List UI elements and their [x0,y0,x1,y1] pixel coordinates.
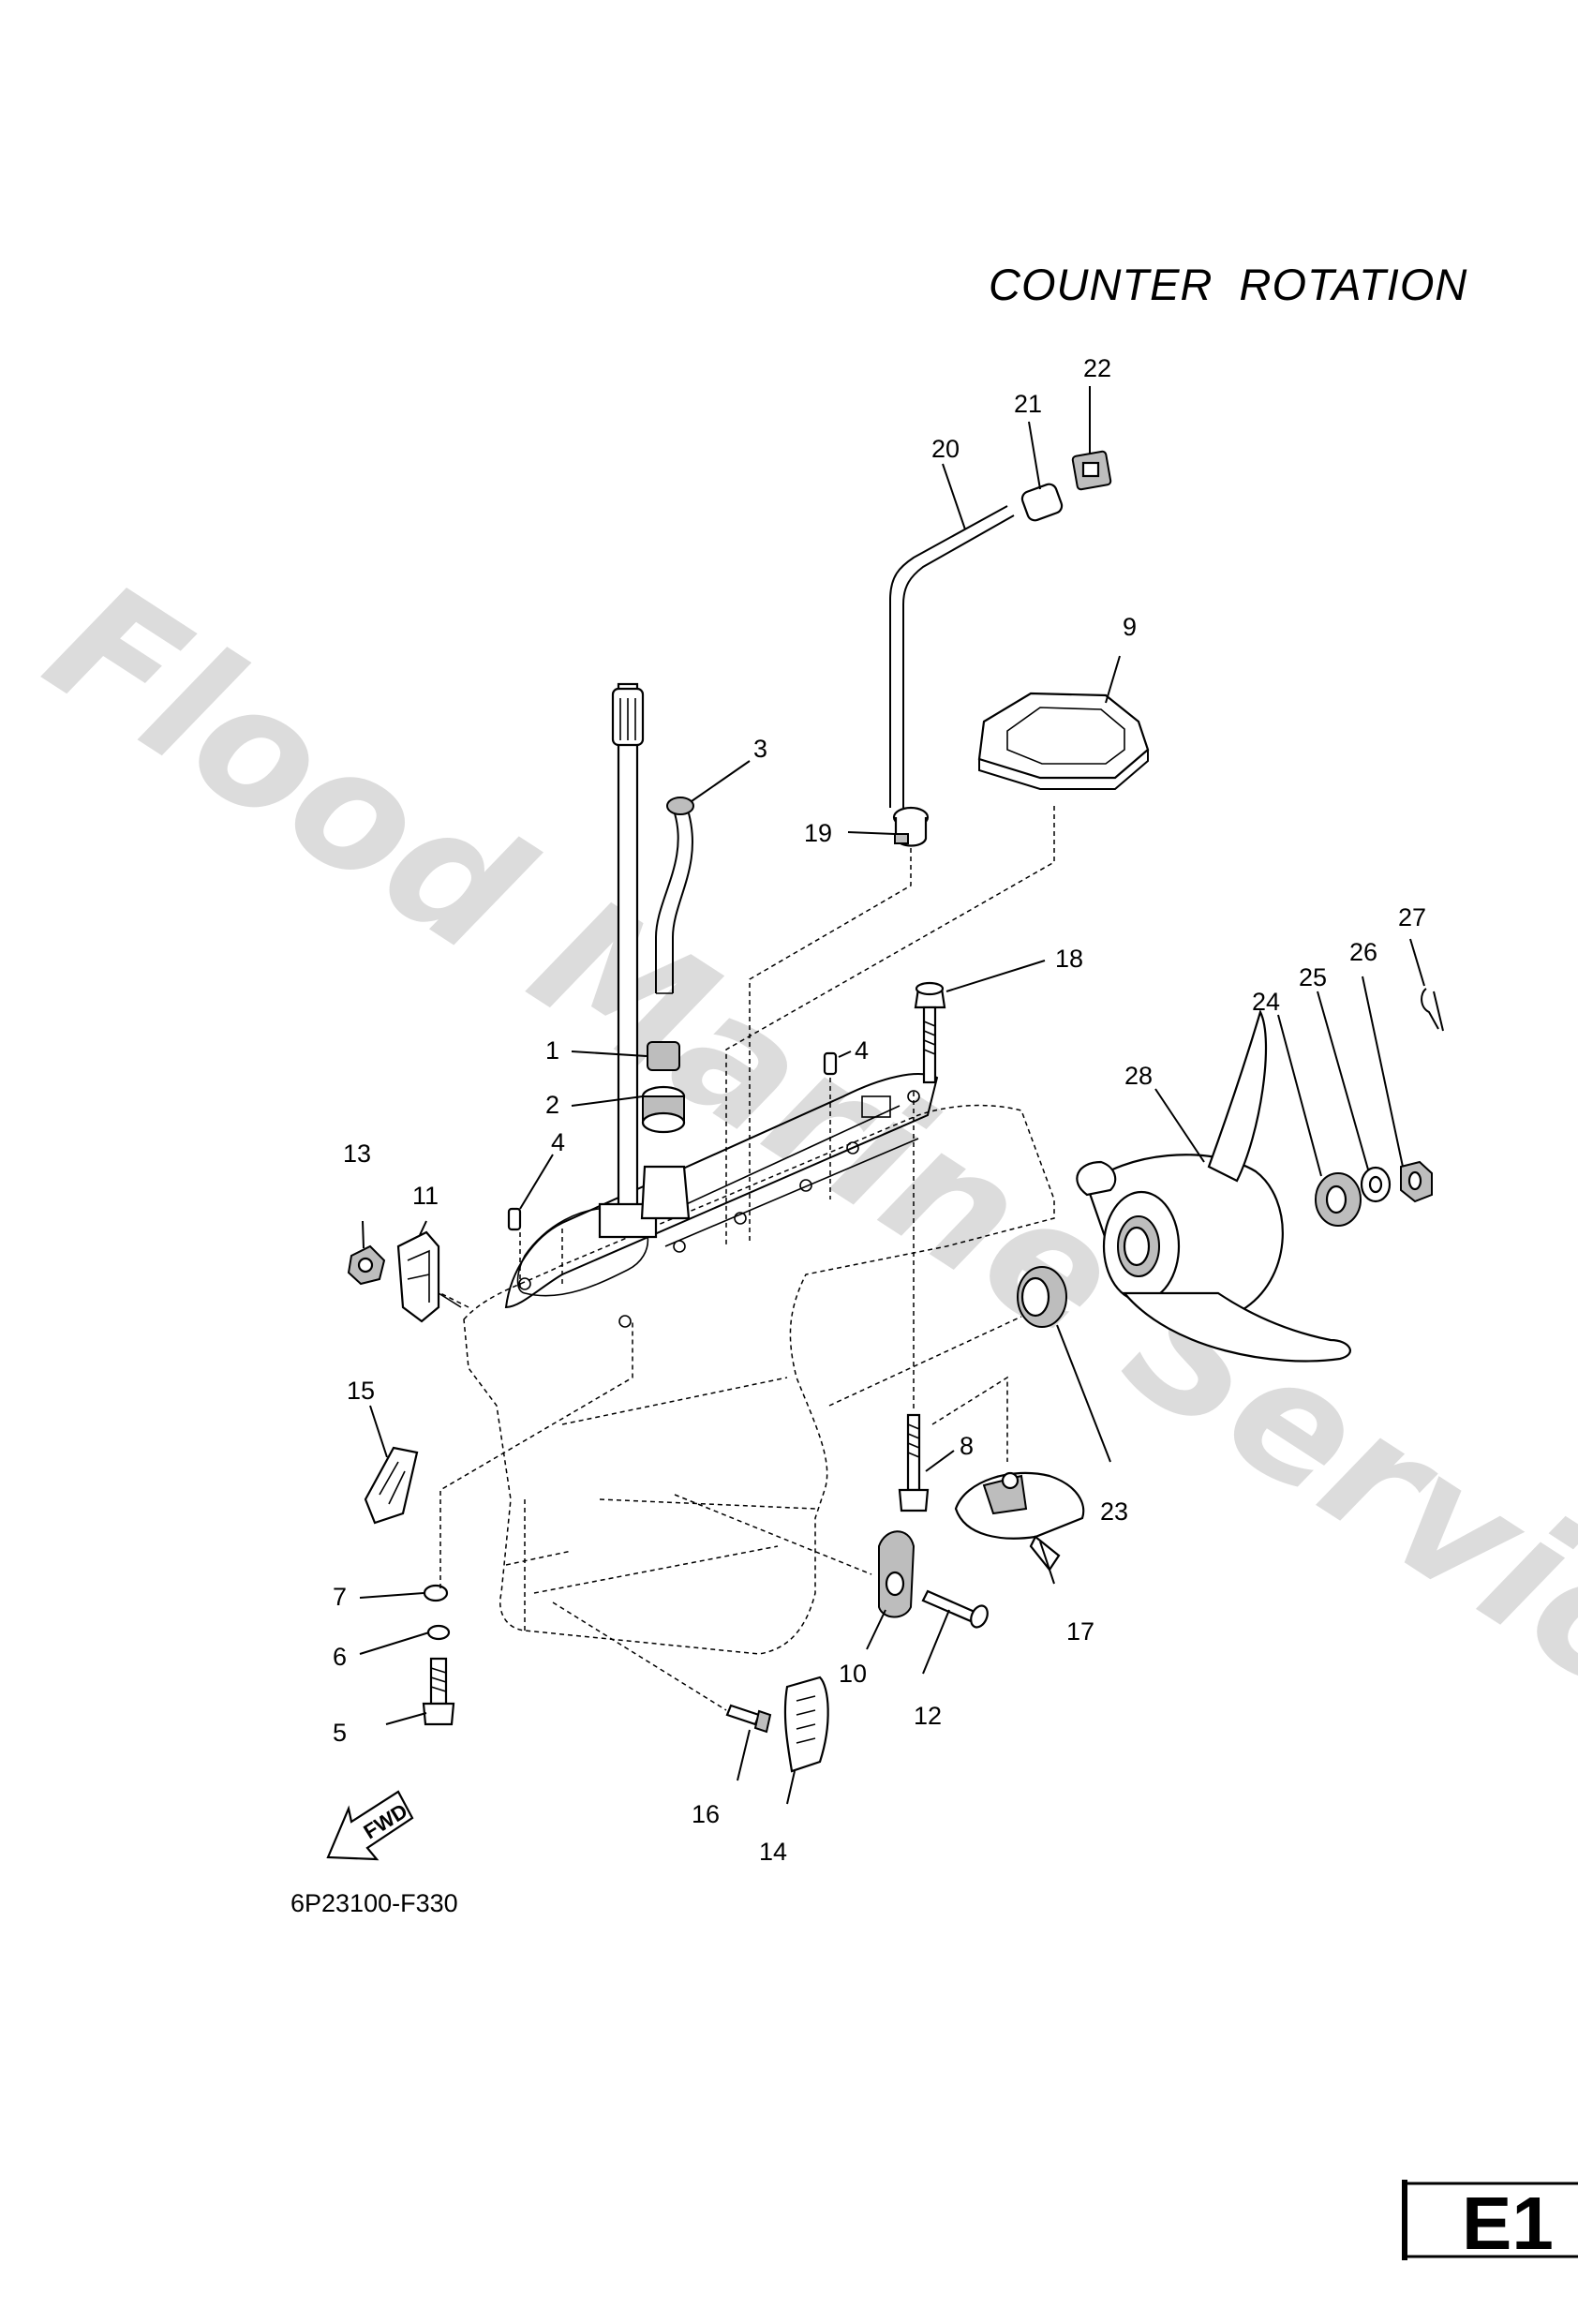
callout-23: 23 [1100,1497,1128,1526]
part-5-bolt [422,1657,455,1726]
callout-4a: 4 [551,1128,565,1156]
part-20-water-hose [889,505,1015,808]
part-22-clip [1071,450,1112,491]
callout-2: 2 [545,1091,559,1119]
part-19-grommet [892,806,930,847]
part-18-bolt [914,981,946,1084]
part-15-trim-tab [364,1446,419,1525]
alignment-lines [439,806,1055,1711]
callout-8: 8 [960,1432,974,1460]
part-24-spacer [1315,1172,1362,1227]
callout-1: 1 [545,1036,559,1065]
callout-28: 28 [1124,1062,1153,1090]
part-27-cotter-pin [1421,988,1444,1032]
part-7-washer [423,1584,449,1602]
part-28-propeller [1076,1009,1351,1363]
callout-18: 18 [1055,945,1083,973]
part-13-nut [347,1244,386,1286]
callout-15: 15 [347,1377,375,1405]
callout-7: 7 [333,1583,347,1611]
callout-14: 14 [759,1838,787,1866]
shaft-housing [640,1165,691,1220]
callout-22: 22 [1083,354,1111,382]
callout-12: 12 [914,1702,942,1730]
casing-top-plate [504,1073,939,1328]
section-tag-text: E1 [1462,2182,1554,2265]
part-12-screw [921,1589,989,1629]
part-4-dowel-pin-b [823,1051,838,1076]
part-2-seal [641,1085,686,1134]
part-23-seal [1017,1266,1067,1328]
section-tag: E1 [1402,2180,1578,2265]
part-6-lock-washer [426,1624,451,1641]
callout-13: 13 [343,1140,371,1168]
part-4-dowel-pin-a [507,1207,522,1231]
callout-27: 27 [1398,903,1426,931]
part-25-washer [1360,1166,1392,1203]
diagram-heading: COUNTER ROTATION [989,260,1467,309]
forward-direction-arrow: FWD [326,1790,414,1861]
part-3-water-tube [655,797,694,994]
callout-20: 20 [931,435,960,463]
callout-9: 9 [1123,613,1137,641]
part-9-gasket [977,692,1150,790]
part-26-nut [1400,1160,1433,1203]
callout-21: 21 [1014,390,1042,418]
callout-11: 11 [412,1182,439,1210]
callout-19: 19 [804,819,832,847]
part-14-anode [783,1676,829,1773]
callout-10: 10 [839,1660,867,1688]
part-10-cover [878,1530,916,1618]
callout-25: 25 [1299,963,1327,991]
callout-4b: 4 [855,1036,869,1065]
callout-24: 24 [1252,988,1280,1016]
part-21-sleeve [1020,483,1064,522]
diagram-code: 6P23100-F330 [290,1889,458,1917]
callout-26: 26 [1349,938,1377,966]
part-1-collar [647,1041,680,1071]
callout-16: 16 [692,1800,720,1828]
callout-3: 3 [753,735,767,763]
callout-labels: 1 2 3 4 4 5 6 7 8 9 10 11 12 13 14 15 16… [333,354,1426,1866]
leader-lines [359,386,1425,1805]
part-8-bolt [898,1413,930,1512]
part-16-screw [725,1704,772,1734]
lower-casing [463,1104,1055,1655]
callout-5: 5 [333,1719,347,1747]
callout-6: 6 [333,1643,347,1671]
part-17-anode [954,1471,1085,1572]
part-11-anode-bracket [396,1230,462,1323]
callout-17: 17 [1066,1617,1094,1646]
